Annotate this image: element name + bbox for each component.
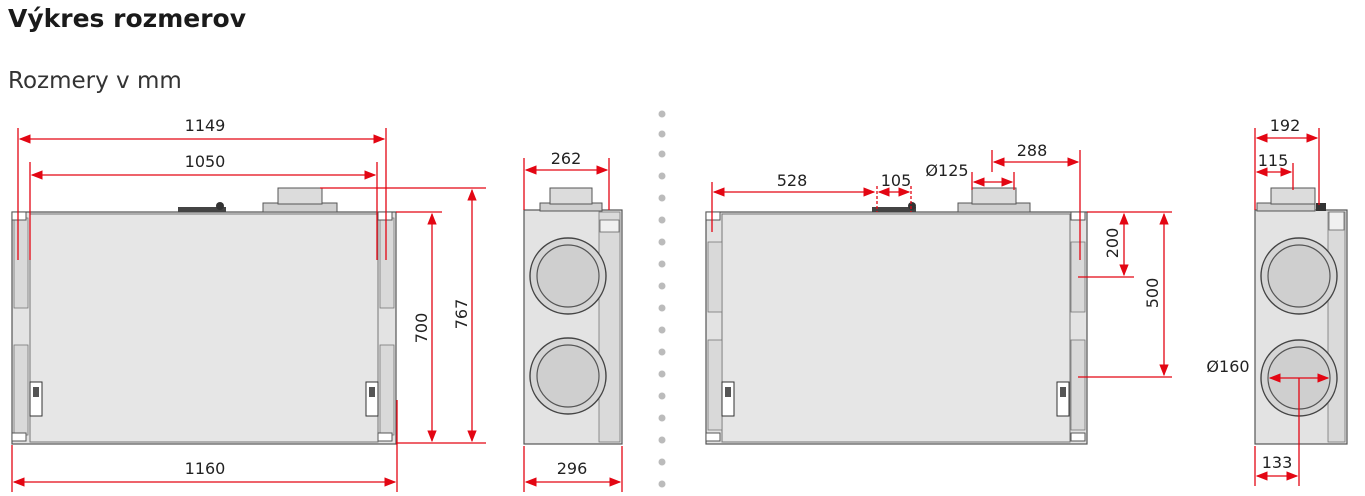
dim-height-total: 767 [452,299,471,330]
dim-height-500: 500 [1143,278,1162,309]
dim-offset-105: 105 [881,171,912,190]
dim-side-width-192: 192 [1270,116,1301,135]
dim-offset-528: 528 [777,171,808,190]
dim-side-width-133: 133 [1262,453,1293,472]
dim-width-bottom: 1160 [185,459,226,478]
page-subtitle: Rozmery v mm [8,68,182,94]
dim-width-inner: 1050 [185,152,226,171]
side-view-right [1254,187,1348,445]
dim-side-width-bottom: 296 [557,459,588,478]
dim-height-body: 700 [412,313,431,344]
side-view-left-dimensions [523,158,623,492]
dim-width-top: 1149 [185,116,226,135]
dim-side-width-115: 115 [1258,151,1289,170]
dim-offset-288: 288 [1017,141,1048,160]
front-view-left [11,187,397,445]
view-separator [658,110,666,488]
dim-side-width-top: 262 [551,149,582,168]
side-view-left [523,187,623,445]
dim-duct-diameter-125: Ø125 [925,161,968,180]
side-view-right-dimensions [1254,128,1330,486]
front-view-left-dimensions [11,128,486,492]
dim-duct-diameter-160: Ø160 [1206,357,1249,376]
dim-height-200: 200 [1103,228,1122,259]
front-view-right [705,187,1088,445]
front-view-right-dimensions [711,150,1172,378]
page-title: Výkres rozmerov [8,4,247,33]
